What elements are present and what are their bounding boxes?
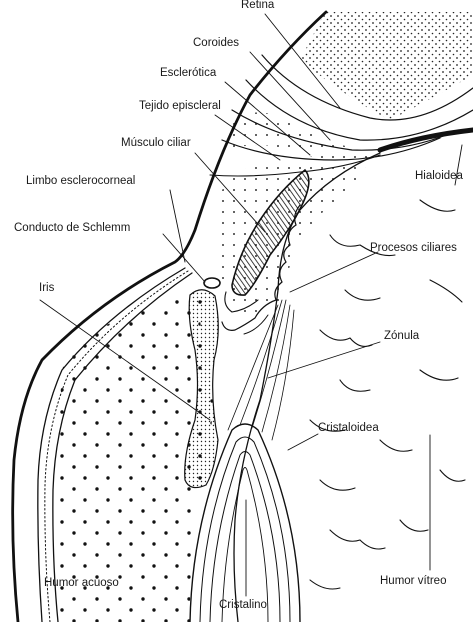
lens-capsule: [189, 423, 301, 622]
lens-layer-3: [221, 467, 269, 622]
ciliary-process-2: [224, 291, 259, 313]
vitreous-wave-3: [344, 289, 381, 301]
outer-sclera-line: [11, 10, 328, 622]
leader-procesos: [289, 251, 379, 293]
lens-layer-2: [209, 451, 281, 622]
label-cristalino: Cristalino: [219, 599, 267, 611]
vitreous-wave-2: [419, 199, 456, 212]
label-cristaloidea: Cristaloidea: [318, 422, 379, 434]
sclera-arc-2: [245, 79, 473, 141]
hialoidea-band: [377, 127, 473, 153]
label-musculo-ciliar: Músculo ciliar: [121, 137, 191, 149]
iris-shape: [184, 289, 219, 489]
vitreous-wave-5: [429, 279, 463, 303]
lens-layer-1: [199, 436, 291, 622]
label-conducto-schlemm: Conducto de Schlemm: [14, 222, 131, 234]
leader-musculo-ciliar: [194, 152, 266, 233]
vitreous-wave-14: [309, 579, 341, 590]
label-esclerotica: Esclerótica: [160, 67, 217, 79]
sclera-arc-3: [231, 109, 459, 151]
ciliary-muscle-shape: [231, 168, 310, 296]
leader-coroides: [249, 51, 331, 141]
vitreous-boundary: [233, 152, 381, 622]
label-iris: Iris: [39, 282, 55, 294]
vitreous-wave-9: [379, 439, 413, 452]
label-humor-vitreo: Humor vítreo: [380, 575, 447, 587]
label-hialoidea: Hialoidea: [415, 170, 463, 182]
zonula-fiber-2: [251, 299, 287, 429]
leader-schlemm: [162, 233, 206, 283]
leader-esclerotica: [224, 81, 311, 156]
leader-tejido-episcleral: [214, 114, 281, 161]
cornea-dotted-line: [44, 270, 189, 622]
vitreous-wave-11: [439, 469, 466, 482]
label-coroides: Coroides: [193, 37, 240, 49]
vitreous-wave-1: [329, 234, 396, 257]
zonula-fiber-4: [227, 304, 279, 431]
vitreous-wave-8: [309, 419, 346, 432]
leader-hialoidea: [454, 144, 463, 186]
leader-iris: [39, 299, 211, 421]
leader-limbo: [169, 189, 186, 263]
sclera-arc-1: [261, 54, 473, 121]
anterior-chamber-region: [55, 292, 213, 622]
cornea-inner-line-1: [37, 267, 186, 622]
retina-region: [300, 12, 473, 120]
sclera-arc-5: [209, 154, 381, 177]
vitreous-wave-4: [319, 329, 373, 347]
label-retina: Retina: [241, 0, 275, 11]
label-tejido-episcleral: Tejido episcleral: [139, 100, 221, 112]
episcleral-region: [230, 112, 378, 163]
sclera-arc-4: [221, 137, 441, 161]
label-procesos-ciliares: Procesos ciliares: [370, 242, 457, 254]
zonula-fiber-3: [261, 304, 291, 433]
leader-retina: [264, 13, 341, 109]
cornea-inner-line-2: [52, 272, 193, 622]
zonula-fiber-1: [239, 299, 283, 426]
ciliary-processes-line: [221, 204, 301, 331]
ciliary-process-3: [243, 314, 269, 335]
vitreous-wave-13: [399, 519, 429, 532]
vitreous-wave-6: [339, 379, 371, 392]
leader-zonula: [267, 341, 381, 379]
label-humor-acuoso: Humor acuoso: [44, 577, 119, 589]
leader-cristaloidea: [287, 433, 319, 451]
vitreous-wave-7: [419, 369, 459, 381]
vitreous-wave-12: [329, 529, 386, 550]
label-zonula: Zónula: [384, 330, 420, 342]
vitreous-wave-10: [319, 479, 356, 491]
schlemm-canal: [203, 277, 221, 289]
label-limbo: Limbo esclerocorneal: [26, 175, 136, 187]
zonula-fiber-5: [271, 309, 295, 441]
